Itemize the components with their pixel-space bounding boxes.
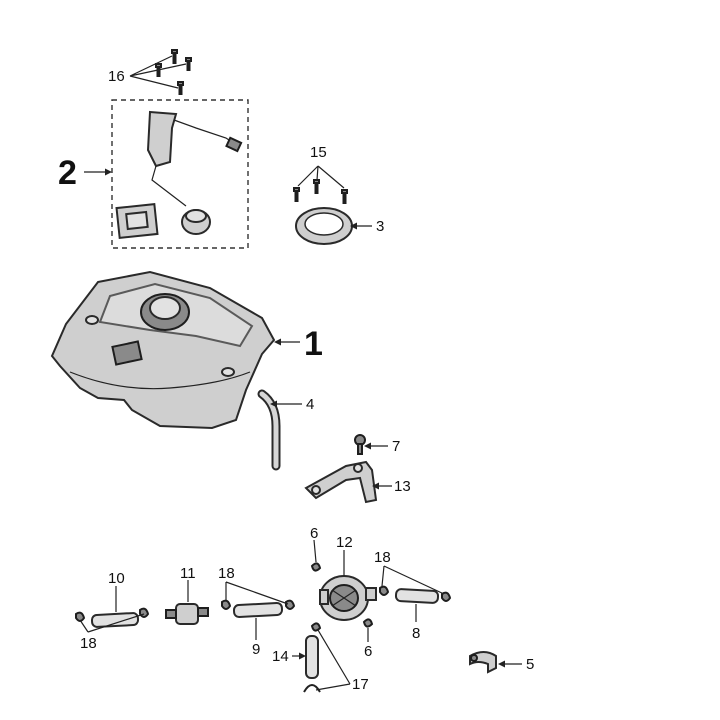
callout-17: 17 bbox=[352, 676, 369, 693]
hose-9 bbox=[221, 599, 296, 618]
callout-16: 16 bbox=[108, 68, 125, 85]
callout-1: 1 bbox=[304, 325, 323, 363]
hose-10 bbox=[75, 607, 150, 628]
callout-15: 15 bbox=[310, 144, 327, 161]
clip-6-upper bbox=[310, 562, 322, 572]
callout-8: 8 bbox=[412, 625, 420, 642]
callout-9: 9 bbox=[252, 641, 260, 658]
callout-18-hose10: 18 bbox=[80, 635, 97, 652]
callout-12: 12 bbox=[336, 534, 353, 551]
callout-14: 14 bbox=[272, 648, 289, 665]
callout-7: 7 bbox=[392, 438, 400, 455]
callout-10: 10 bbox=[108, 570, 125, 587]
bolt-7 bbox=[354, 434, 366, 455]
callout-18-hose9: 18 bbox=[218, 565, 235, 582]
clip-6-lower bbox=[362, 618, 374, 628]
callout-2: 2 bbox=[58, 154, 77, 192]
gauge-sender-assembly bbox=[111, 99, 249, 249]
callout-6-upper: 6 bbox=[310, 525, 318, 542]
hose-8 bbox=[379, 585, 452, 604]
callout-5: 5 bbox=[526, 656, 534, 673]
screws-15 bbox=[293, 179, 348, 204]
callout-labels: 1 2 3 4 5 6 6 7 8 9 10 11 12 13 14 15 16… bbox=[58, 68, 534, 693]
fuel-pump bbox=[319, 575, 377, 621]
locking-ring bbox=[295, 207, 353, 245]
callout-18-hose8: 18 bbox=[374, 549, 391, 566]
callout-11: 11 bbox=[180, 565, 196, 582]
breather-hose bbox=[257, 389, 281, 471]
callout-6-lower: 6 bbox=[364, 643, 372, 660]
leader-lines bbox=[79, 55, 522, 691]
clamp-5 bbox=[469, 651, 497, 674]
bracket bbox=[304, 460, 378, 504]
callout-3: 3 bbox=[376, 218, 384, 235]
callout-4: 4 bbox=[306, 396, 314, 413]
callout-13: 13 bbox=[394, 478, 411, 495]
fuel-tank bbox=[50, 270, 276, 430]
fuel-filter bbox=[165, 603, 209, 625]
hose-14 bbox=[305, 635, 319, 679]
